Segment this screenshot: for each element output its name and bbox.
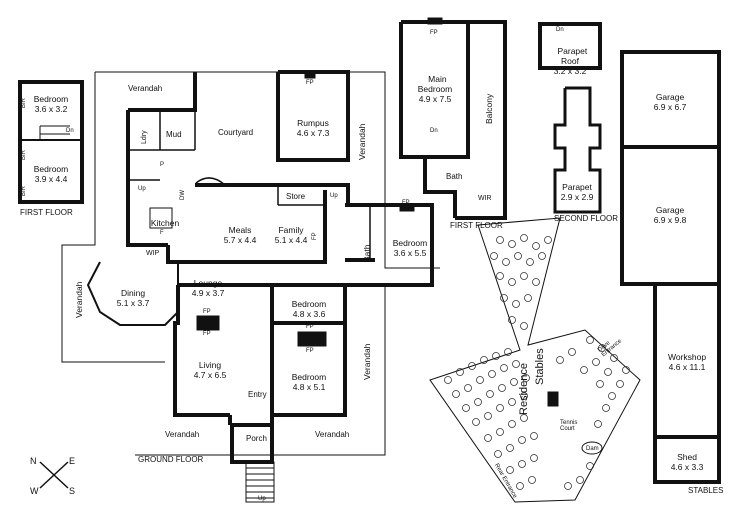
up-label-porch: Up: [258, 496, 266, 502]
mud-label: Mud: [166, 130, 182, 139]
verandah-outline-left: [61, 72, 165, 363]
bir-label-2: BIR: [21, 149, 27, 160]
wir-label: WIR: [478, 195, 492, 202]
fp-label-lounge-bottom: FP: [203, 331, 211, 337]
fp-label-bed-bottom: FP: [306, 348, 314, 354]
verandah-bottom-left-label: Verandah: [165, 430, 200, 439]
first-floor-left-walls: [18, 80, 84, 204]
bir-label-3: BIR: [21, 185, 27, 196]
fp-label-bedroom3: FP: [402, 200, 410, 206]
site-stables-label: Stables: [534, 348, 546, 385]
compass-s: S: [69, 486, 76, 496]
fp-label-main-bed: FP: [430, 30, 438, 36]
room-kitchen: Kitchen: [150, 218, 180, 228]
kitchen-island: [149, 207, 173, 229]
up-label-kitchen: Up: [138, 186, 146, 192]
verandah-right-lower-label: Verandah: [362, 343, 372, 380]
interior-walls: [128, 110, 371, 260]
compass-n: N: [30, 456, 37, 466]
fp-label-lounge-top: FP: [203, 309, 211, 315]
fireplace-bedroom3: [399, 204, 415, 212]
porch-stairs: [245, 461, 275, 503]
site-boundary: [429, 217, 641, 503]
fp-label-family: FP: [312, 232, 318, 240]
dining-bay: [86, 261, 179, 326]
verandah-top-label: Verandah: [128, 84, 163, 93]
site-tennis-label: Tennis Court: [560, 420, 578, 432]
up-label-store: Up: [330, 193, 338, 199]
first-floor-right-title: FIRST FLOOR: [450, 221, 503, 230]
parapet-roof-outline: [538, 22, 602, 70]
verandah-left-label: Verandah: [74, 281, 84, 318]
wip-label: WIP: [146, 250, 160, 257]
fp-label-rumpus: FP: [306, 80, 314, 86]
compass-e: E: [69, 456, 76, 466]
fridge-label: F: [160, 230, 164, 236]
dn-label-first-right: Dn: [430, 128, 438, 134]
fireplace-lounge: [196, 315, 220, 331]
stables-title: STABLES: [688, 486, 724, 495]
courtyard-label: Courtyard: [218, 128, 254, 137]
bath-ground-label: Bath: [362, 244, 372, 263]
site-trees: [444, 234, 630, 490]
meals-bay: [195, 177, 226, 186]
pantry-label: P: [160, 162, 165, 168]
stables-walls: [620, 50, 721, 484]
second-floor-title: SECOND FLOOR: [554, 214, 619, 223]
dn-label-parapet: Dn: [556, 27, 564, 33]
bir-label-1: BIR: [21, 97, 27, 108]
verandah-bottom-right-label: Verandah: [315, 430, 350, 439]
tower-walls: [553, 86, 602, 214]
fp-label-bed-top: FP: [306, 324, 314, 330]
first-floor-right-walls: [399, 20, 507, 220]
dam-outline: [581, 441, 603, 455]
verandah-outline: [95, 71, 440, 269]
verandah-right-label: Verandah: [357, 123, 367, 160]
fireplace-rumpus: [304, 71, 316, 79]
verandah-outline-bottom: [135, 285, 386, 456]
bath-first-label: Bath: [446, 172, 463, 181]
ldry-label: Ldry: [141, 130, 148, 144]
site-dam-label: Dam: [586, 446, 599, 452]
porch-label: Porch: [246, 434, 267, 443]
fireplace-bedrooms: [297, 331, 327, 347]
ground-floor-title: GROUND FLOOR: [138, 455, 204, 464]
entry-label: Entry: [248, 390, 267, 399]
balcony-label: Balcony: [484, 93, 494, 124]
residence-footprint: [547, 391, 559, 407]
dw-label: DW: [180, 190, 186, 200]
first-floor-left-title: FIRST FLOOR: [20, 208, 73, 217]
site-residence-label: Residence: [518, 363, 530, 415]
compass-w: W: [30, 486, 39, 496]
dn-label-first: Dn: [66, 128, 74, 134]
store-label: Store: [286, 192, 306, 201]
compass: [39, 461, 69, 489]
